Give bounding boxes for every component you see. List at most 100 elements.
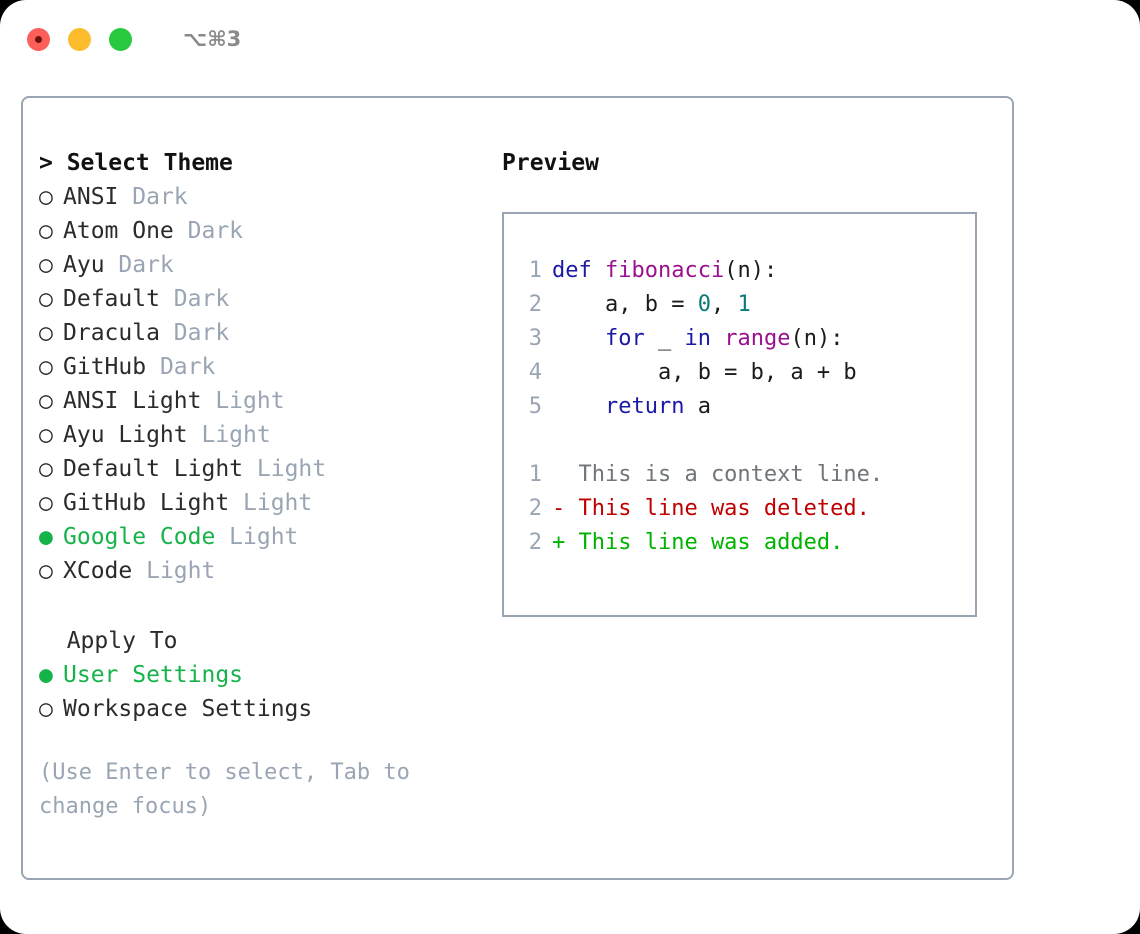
code-token: def (552, 258, 605, 283)
theme-option-ansi[interactable]: ○ ANSI Dark (39, 180, 479, 214)
line-number: 2 (528, 292, 542, 317)
radio-unselected-icon: ○ (39, 286, 53, 312)
code-token: in (684, 326, 711, 351)
theme-option-label: Ayu Light (63, 422, 202, 448)
apply-to-list[interactable]: ● User Settings ○ Workspace Settings (39, 658, 479, 726)
line-number: 3 (528, 326, 542, 351)
traffic-lights (27, 27, 132, 51)
code-token (552, 326, 605, 351)
code-token: a, b = (552, 292, 698, 317)
theme-list[interactable]: ○ANSI Dark○Atom One Dark○Ayu Dark○Defaul… (39, 180, 479, 588)
code-token: range (724, 326, 791, 351)
code-diff-gap (516, 424, 975, 458)
theme-option-label: ANSI (63, 184, 133, 210)
radio-unselected-icon: ○ (39, 558, 53, 584)
theme-option-category: Dark (187, 218, 244, 244)
theme-option-label: Dracula (63, 320, 174, 346)
theme-option-category: Light (243, 490, 313, 516)
radio-unselected-icon: ○ (39, 320, 53, 346)
line-number: 5 (528, 394, 542, 419)
radio-unselected-icon: ○ (39, 490, 53, 516)
theme-option-default[interactable]: ○ Default Dark (39, 282, 479, 316)
code-token: (n): (790, 326, 844, 351)
apply-to-option-user-settings[interactable]: ● User Settings (39, 658, 479, 692)
theme-option-label: Atom One (63, 218, 188, 244)
code-token: fibonacci (604, 258, 725, 283)
line-number: 2 (528, 530, 542, 555)
code-token: , (710, 292, 738, 317)
apply-to-option-label: Workspace Settings (63, 696, 313, 722)
apply-to-option-label: User Settings (63, 662, 244, 688)
minimize-window-icon[interactable] (68, 27, 91, 51)
apply-to-option-workspace-settings[interactable]: ○ Workspace Settings (39, 692, 479, 726)
diff-text: This is a context line. (552, 462, 884, 487)
radio-unselected-icon: ○ (39, 354, 53, 380)
diff-line: 2 + This line was added. (516, 526, 975, 560)
code-line: 3 for _ in range(n): (516, 322, 975, 356)
radio-selected-icon: ● (39, 662, 53, 688)
theme-option-label: XCode (63, 558, 147, 584)
theme-option-xcode[interactable]: ○XCode Light (39, 554, 479, 588)
radio-unselected-icon: ○ (39, 184, 53, 210)
theme-option-label: GitHub (63, 354, 160, 380)
content-panel: > Select Theme ○ANSI Dark○Atom One Dark○… (21, 96, 1014, 880)
theme-option-label: Google Code (63, 524, 230, 550)
theme-option-category: Light (215, 388, 285, 414)
radio-unselected-icon: ○ (39, 696, 53, 722)
radio-unselected-icon: ○ (39, 388, 53, 414)
code-token (711, 326, 724, 351)
theme-option-ayu[interactable]: ○Ayu Dark (39, 248, 479, 282)
code-token (552, 394, 605, 419)
line-number: 4 (528, 360, 542, 385)
radio-unselected-icon: ○ (39, 218, 53, 244)
theme-option-default-light[interactable]: ○ Default Light Light (39, 452, 479, 486)
theme-option-github[interactable]: ○ GitHub Dark (39, 350, 479, 384)
theme-option-category: Light (256, 456, 327, 482)
theme-picker-column: > Select Theme ○ANSI Dark○Atom One Dark○… (39, 146, 479, 824)
close-window-icon[interactable] (27, 27, 50, 51)
code-token: 1 (737, 292, 751, 317)
theme-option-dracula[interactable]: ○Dracula Dark (39, 316, 479, 350)
line-number: 1 (528, 258, 542, 283)
theme-option-category: Light (201, 422, 271, 448)
theme-option-label: Default Light (63, 456, 257, 482)
radio-unselected-icon: ○ (39, 456, 53, 482)
code-token: return (604, 394, 685, 419)
diff-text: + This line was added. (552, 530, 844, 555)
code-line: 2 a, b = 0, 1 (516, 288, 975, 322)
code-line: 5 return a (516, 390, 975, 424)
code-token: a, b = b, a + b (552, 360, 857, 385)
theme-option-category: Dark (159, 354, 216, 380)
theme-option-label: GitHub Light (63, 490, 244, 516)
maximize-window-icon[interactable] (109, 27, 132, 51)
title-bar: ⌥⌘3 (0, 0, 1140, 78)
select-theme-header: > Select Theme (39, 150, 233, 176)
theme-option-google-code[interactable]: ● Google Code Light (39, 520, 479, 554)
theme-option-category: Dark (118, 252, 174, 278)
theme-option-label: Ayu (63, 252, 119, 278)
theme-option-github-light[interactable]: ○ GitHub Light Light (39, 486, 479, 520)
theme-option-label: Default (63, 286, 174, 312)
apply-to-header: Apply To (39, 628, 178, 654)
theme-option-category: Light (229, 524, 299, 550)
diff-sample: 1 This is a context line.2- This line wa… (516, 458, 975, 560)
radio-selected-icon: ● (39, 524, 53, 550)
code-token: 0 (697, 292, 711, 317)
code-line: 4 a, b = b, a + b (516, 356, 975, 390)
preview-title: Preview (502, 150, 599, 176)
radio-unselected-icon: ○ (39, 422, 53, 448)
theme-option-category: Dark (173, 286, 230, 312)
theme-option-atom-one[interactable]: ○ Atom One Dark (39, 214, 479, 248)
theme-option-ansi-light[interactable]: ○ ANSI Light Light (39, 384, 479, 418)
code-token: _ (644, 326, 685, 351)
diff-text: - This line was deleted. (552, 496, 870, 521)
theme-option-label: ANSI Light (63, 388, 216, 414)
diff-line: 2- This line was deleted. (516, 492, 975, 526)
theme-option-category: Dark (132, 184, 188, 210)
theme-option-ayu-light[interactable]: ○ Ayu Light Light (39, 418, 479, 452)
